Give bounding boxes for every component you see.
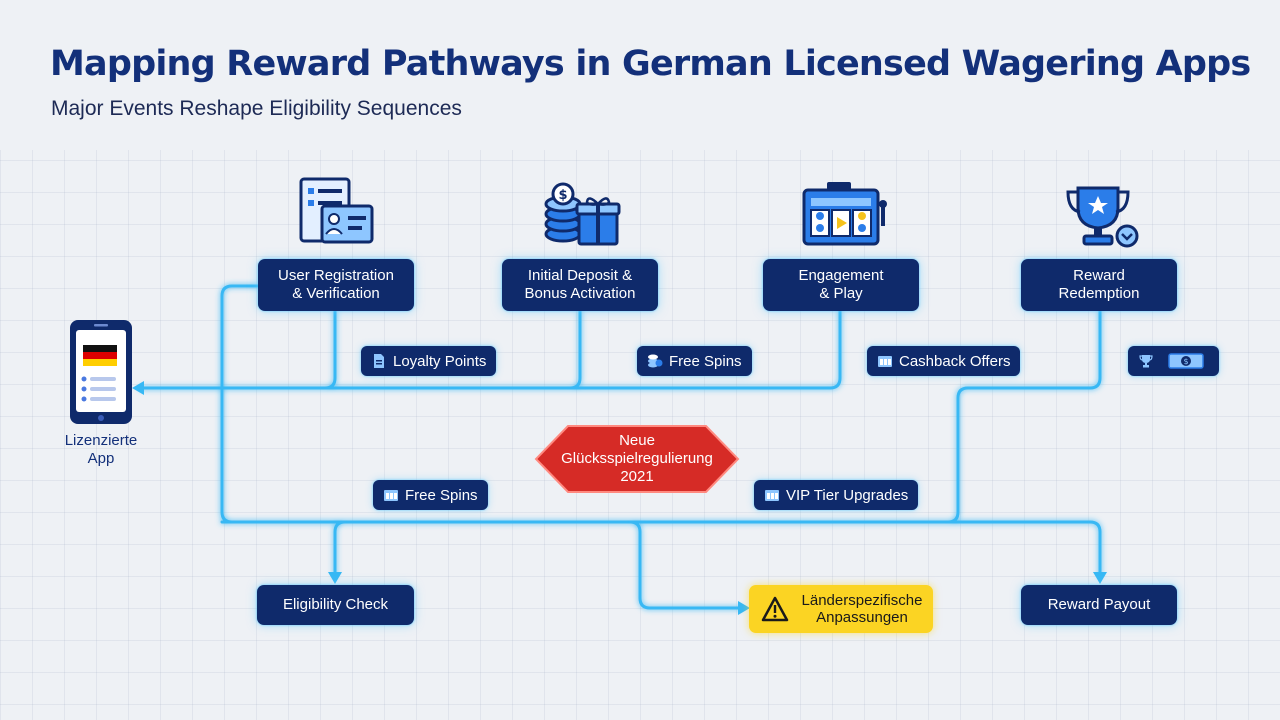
- tag-vip-tier-upgrades-label: VIP Tier Upgrades: [786, 486, 909, 504]
- arrowhead-adjustments: [738, 601, 750, 615]
- coins-icon: [648, 354, 663, 368]
- connector-feeder-top: [220, 284, 260, 524]
- arrowhead-app: [132, 381, 144, 395]
- connector-to-eligibility: [333, 520, 347, 578]
- cash-icon: $: [1168, 353, 1204, 369]
- tag-free-spins-upper-label: Free Spins: [669, 352, 742, 370]
- regulation-event-label: Neue Glücksspielregulierung 2021: [561, 432, 713, 485]
- stage-engagement[interactable]: Engagement & Play: [763, 259, 919, 311]
- outcome-eligibility-check-label: Eligibility Check: [282, 596, 389, 613]
- smartphone-german-flag-icon: [70, 320, 132, 424]
- outcome-eligibility-check[interactable]: Eligibility Check: [257, 585, 414, 625]
- document-icon: [374, 354, 384, 368]
- page-subtitle: Major Events Reshape Eligibility Sequenc…: [51, 97, 462, 120]
- id-document-icon: [299, 177, 374, 244]
- stage-deposit[interactable]: Initial Deposit & Bonus Activation: [502, 259, 658, 311]
- stage-registration[interactable]: User Registration & Verification: [258, 259, 414, 311]
- app-label: Lizenzierte App: [64, 432, 138, 467]
- slot-icon: [878, 356, 892, 367]
- header-band: [0, 0, 1280, 150]
- tag-vip-tier-upgrades[interactable]: VIP Tier Upgrades: [754, 480, 919, 510]
- regulation-event[interactable]: Neue Glücksspielregulierung 2021: [534, 424, 740, 494]
- slot-machine-icon: [802, 182, 887, 246]
- stage-redemption-label: Reward Redemption: [1058, 267, 1140, 302]
- connector-stage-3: [218, 308, 842, 390]
- outcome-country-adjustments[interactable]: Länderspezifische Anpassungen: [749, 585, 933, 633]
- connector-stage-1: [138, 308, 337, 390]
- connector-lower-bus: [230, 520, 1102, 578]
- svg-text:$: $: [1183, 357, 1188, 366]
- connector-to-adjustments: [628, 520, 744, 610]
- tag-loyalty-points-label: Loyalty Points: [393, 352, 487, 370]
- slot-icon: [384, 490, 398, 501]
- stage-redemption[interactable]: Reward Redemption: [1021, 259, 1177, 311]
- tag-free-spins-lower[interactable]: Free Spins: [373, 480, 488, 510]
- stage-registration-label: User Registration & Verification: [278, 267, 394, 302]
- outcome-reward-payout-label: Reward Payout: [1047, 596, 1151, 613]
- outcome-reward-payout[interactable]: Reward Payout: [1021, 585, 1177, 625]
- slot-icon: [765, 490, 779, 501]
- tag-trophy-cash[interactable]: $: [1128, 346, 1219, 376]
- tag-cashback-offers[interactable]: Cashback Offers: [867, 346, 1021, 376]
- svg-text:$: $: [558, 188, 567, 203]
- stage-engagement-label: Engagement & Play: [798, 267, 884, 302]
- arrowhead-eligibility: [328, 572, 342, 584]
- tag-cashback-offers-label: Cashback Offers: [899, 352, 1011, 370]
- arrowhead-payout: [1093, 572, 1107, 584]
- coins-gift-icon: $: [544, 182, 621, 246]
- tag-free-spins-upper[interactable]: Free Spins: [637, 346, 752, 376]
- connector-stage-4: [220, 308, 1102, 524]
- warning-icon: [761, 596, 789, 622]
- trophy-icon-small: [1139, 355, 1153, 368]
- outcome-country-adjustments-label: Länderspezifische Anpassungen: [801, 592, 923, 626]
- tag-loyalty-points[interactable]: Loyalty Points: [361, 346, 497, 376]
- page-title: Mapping Reward Pathways in German Licens…: [50, 44, 1251, 84]
- stage-deposit-label: Initial Deposit & Bonus Activation: [524, 267, 636, 302]
- tag-free-spins-lower-label: Free Spins: [405, 486, 478, 504]
- event-hexagon: [534, 425, 740, 493]
- trophy-icon: [1066, 186, 1139, 248]
